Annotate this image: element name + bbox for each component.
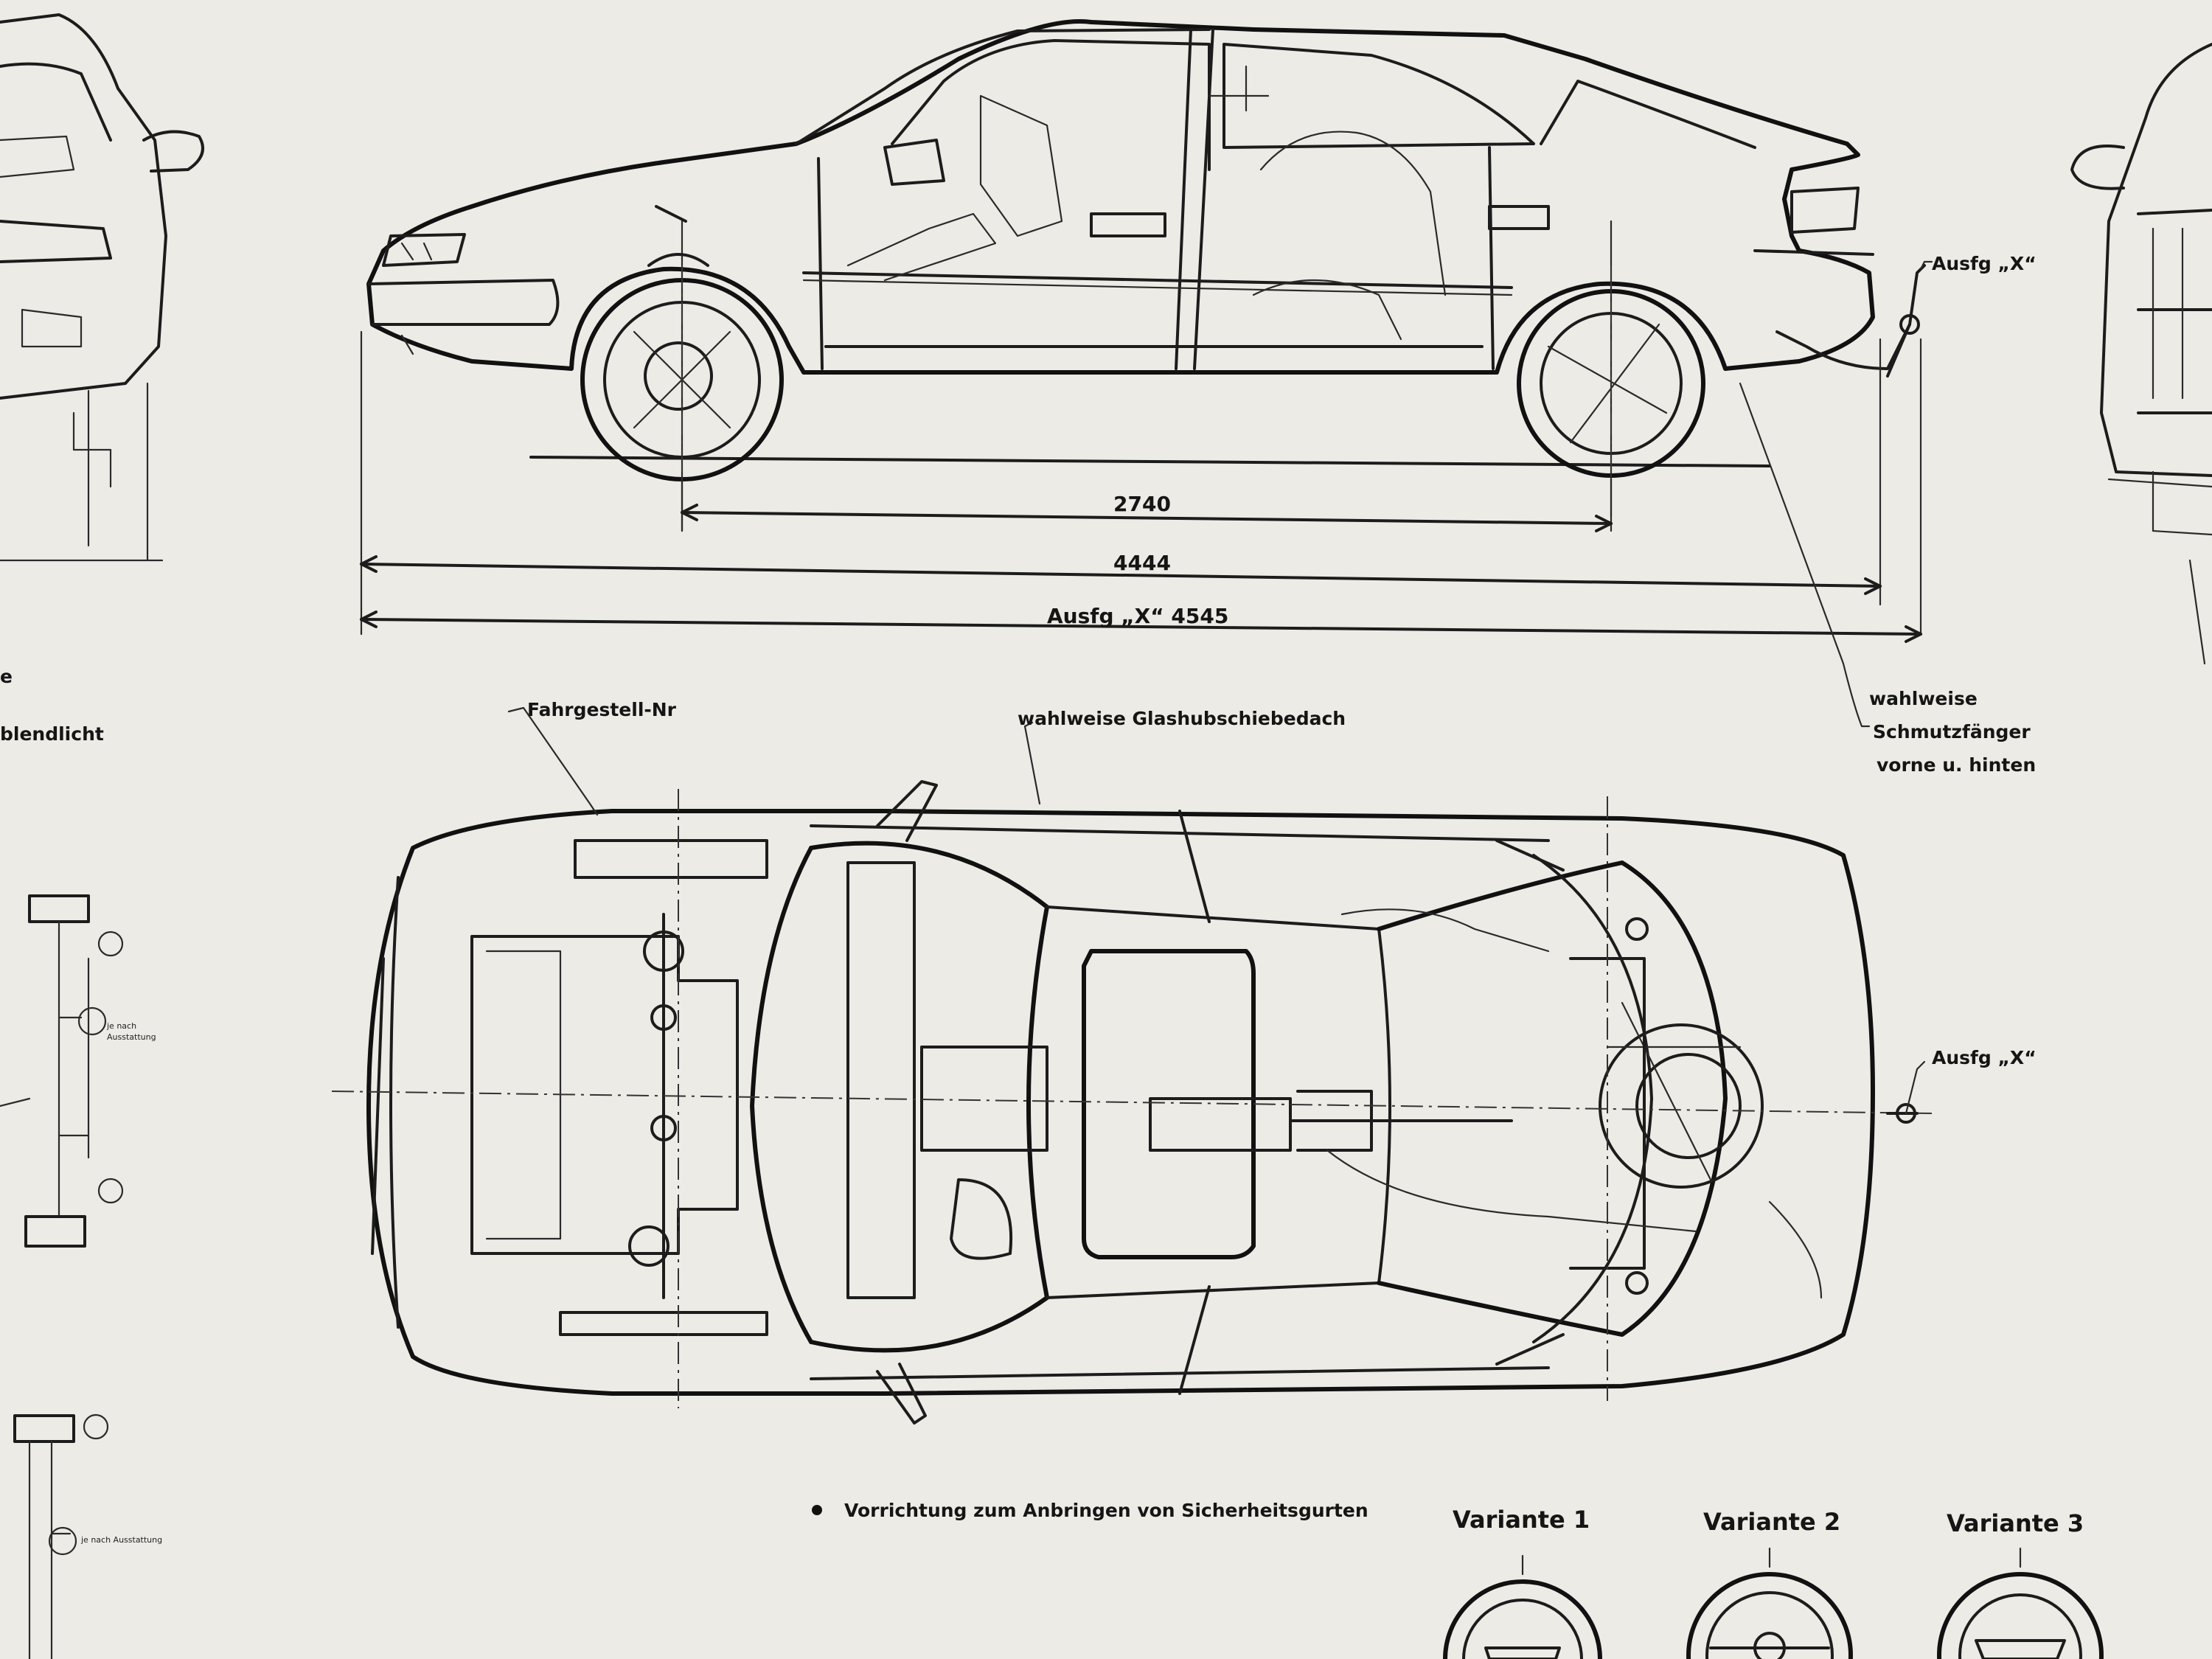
svg-text:je nach: je nach bbox=[106, 1021, 136, 1031]
mudflap-note-line3: vorne u. hinten bbox=[1877, 754, 2037, 776]
sunroof-note: wahlweise Glashubschiebedach bbox=[1018, 708, 1346, 729]
note-bullet bbox=[812, 1505, 822, 1515]
overall-length-variant-dimension: Ausfg „X“ 4545 bbox=[1047, 604, 1229, 628]
chassis-number-note: Fahrgestell-Nr bbox=[527, 699, 677, 720]
left-fragment-blendlicht: blendlicht bbox=[0, 723, 104, 745]
mudflap-note-line2: Schmutzfänger bbox=[1873, 721, 2031, 742]
tow-variant-label-side: Ausfg „X“ bbox=[1932, 253, 2037, 274]
variant-3-label: Variante 3 bbox=[1947, 1509, 2084, 1537]
side-view-car bbox=[366, 19, 1926, 532]
variant-1-label: Variante 1 bbox=[1453, 1506, 1590, 1534]
note-leaders bbox=[507, 706, 1041, 816]
svg-text:Ausstattung: Ausstattung bbox=[107, 1032, 156, 1042]
svg-text:je nach Ausstattung: je nach Ausstattung bbox=[80, 1535, 162, 1545]
mudflap-note-line1: wahlweise bbox=[1869, 688, 1978, 709]
steering-wheel-variants bbox=[1443, 1547, 2104, 1659]
wiring-schematic: je nach Ausstattung je nach Ausstattung bbox=[0, 894, 162, 1659]
front-view-fragment bbox=[0, 13, 204, 562]
top-view-car bbox=[331, 780, 1933, 1425]
tow-variant-label-top: Ausfg „X“ bbox=[1932, 1047, 2037, 1068]
left-fragment-e: e bbox=[0, 666, 13, 687]
seatbelt-mount-note: Vorrichtung zum Anbringen von Sicherheit… bbox=[844, 1500, 1368, 1521]
wheelbase-dimension: 2740 bbox=[1113, 492, 1171, 516]
overall-length-dimension: 4444 bbox=[1113, 551, 1171, 575]
rear-view-fragment bbox=[2070, 43, 2212, 665]
variant-2-label: Variante 2 bbox=[1703, 1508, 1841, 1536]
dimension-lines bbox=[360, 260, 1933, 728]
